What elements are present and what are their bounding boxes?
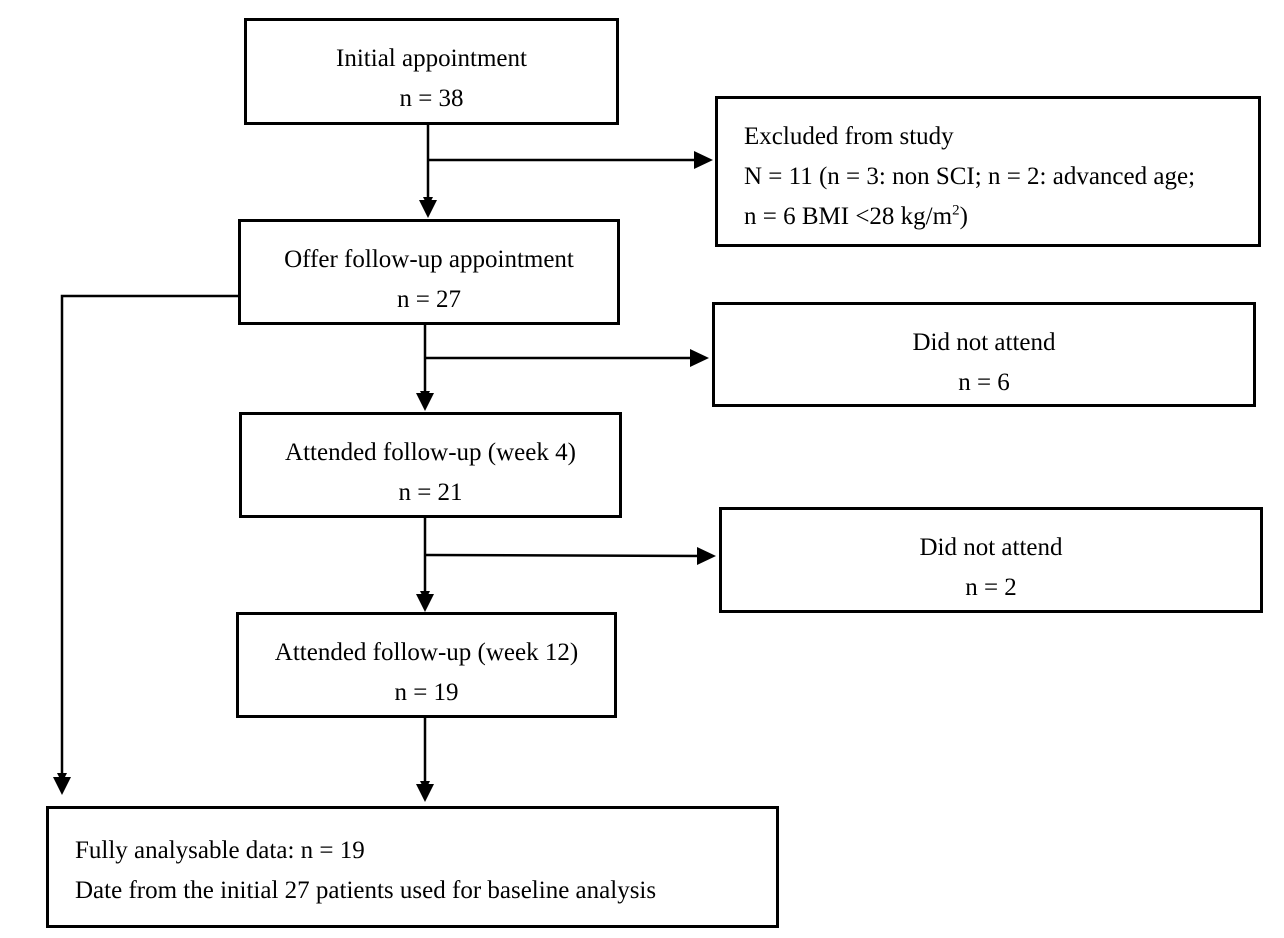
node-detail: N = 11 (n = 3: non SCI; n = 2: advanced … [744,163,1196,190]
arrowhead-week4-to-week12 [416,594,434,612]
arrowhead-bypass-to-final [53,777,71,795]
node-title: Attended follow-up (week 4) [285,439,576,466]
arrowhead-offer-to-week4 [416,393,434,411]
arrowhead-week12-to-final [416,784,434,802]
node-title: Initial appointment [336,45,527,72]
node-count: n = 19 [394,679,459,706]
node-count: n = 2 [965,574,1017,601]
bmi-text: n = 6 BMI <28 kg/m [744,203,953,230]
node-count: n = 38 [399,85,464,112]
bmi-close-paren: ) [959,203,968,230]
node-fully-analysable: Fully analysable data: n = 19 Date from … [46,806,779,928]
node-title: Did not attend [919,534,1063,561]
node-title: Did not attend [912,329,1056,356]
node-title: Attended follow-up (week 12) [274,639,579,666]
node-attended-week-4: Attended follow-up (week 4) n = 21 [239,412,622,518]
node-count: n = 27 [396,286,462,313]
node-title: Excluded from study [744,123,954,150]
node-count: n = 6 [958,369,1010,396]
node-title: Fully analysable data: n = 19 [75,837,365,864]
arrowhead-to-dna1 [690,349,709,367]
node-detail-bmi: n = 6 BMI <28 kg/m2) [744,197,1258,237]
node-excluded: Excluded from study N = 11 (n = 3: non S… [715,96,1261,247]
node-attended-week-12: Attended follow-up (week 12) n = 19 [236,612,617,718]
arrow-to-dna2 [424,550,708,561]
node-offer-follow-up: Offer follow-up appointment n = 27 [238,219,620,325]
node-count: n = 21 [398,479,463,506]
arrowhead-initial-to-offer [419,200,437,218]
arrowhead-to-dna2 [697,547,716,565]
arrow-offer-bypass-to-final [57,294,243,783]
node-title: Offer follow-up appointment [284,246,574,273]
node-did-not-attend-1: Did not attend n = 6 [712,302,1256,407]
arrowhead-to-excluded [694,151,713,169]
node-detail: Date from the initial 27 patients used f… [75,877,657,904]
node-initial-appointment: Initial appointment n = 38 [244,18,619,125]
node-did-not-attend-2: Did not attend n = 2 [719,507,1263,613]
bmi-superscript: 2 [952,202,960,219]
